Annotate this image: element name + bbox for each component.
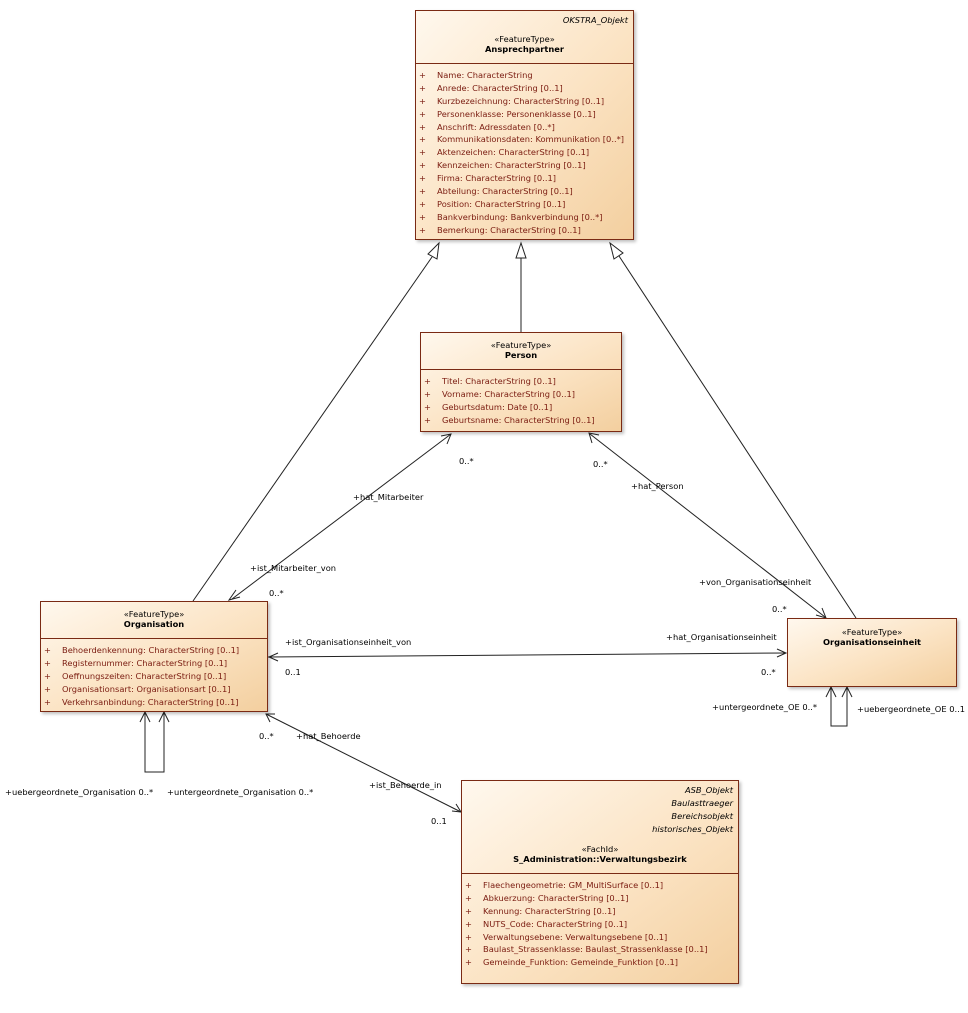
- role-label: +untergeordnete_Organisation 0..*: [167, 787, 314, 797]
- attribute[interactable]: +Anschrift: Adressdaten [0..*]: [419, 121, 555, 132]
- tag: historisches_Objekt: [652, 824, 733, 834]
- role-label: +uebergeordnete_Organisation 0..*: [5, 787, 154, 797]
- class-person[interactable]: «FeatureType» Person +Titel: CharacterSt…: [420, 332, 622, 432]
- attribute-list: +Behoerdenkennung: CharacterString [0..1…: [41, 638, 267, 708]
- attribute[interactable]: +Kennung: CharacterString [0..1]: [465, 905, 616, 916]
- attribute[interactable]: +Registernummer: CharacterString [0..1]: [44, 657, 228, 668]
- arrowhead-organisation: [227, 589, 241, 601]
- tag: Baulasttraeger: [671, 798, 733, 808]
- attribute[interactable]: +Gemeinde_Funktion: Gemeinde_Funktion [0…: [465, 957, 679, 968]
- generalization-organisation[interactable]: [192, 256, 433, 602]
- tag: ASB_Objekt: [684, 785, 733, 795]
- arrowhead-self: [139, 710, 151, 723]
- role-label: +ist_Mitarbeiter_von: [250, 563, 337, 573]
- attribute[interactable]: +Bemerkung: CharacterString [0..1]: [419, 224, 581, 235]
- multiplicity-label: 0..1: [285, 667, 301, 677]
- arrowhead-organisation: [265, 713, 275, 723]
- arrowhead-self: [158, 710, 170, 723]
- attribute[interactable]: +Abteilung: CharacterString [0..1]: [419, 186, 573, 197]
- role-label: +ist_Organisationseinheit_von: [285, 637, 412, 647]
- multiplicity-label: 0..*: [593, 459, 608, 469]
- generalization-arrowhead: [515, 241, 527, 259]
- generalization-arrowhead: [427, 241, 440, 260]
- tag: OKSTRA_Objekt: [562, 15, 628, 25]
- class-name: S_Administration::Verwaltungsbezirk: [513, 854, 687, 864]
- attribute-list: +Name: CharacterString +Anrede: Characte…: [416, 63, 633, 237]
- stereotype: «FeatureType»: [494, 34, 555, 44]
- role-label: +ist_Behoerde_in: [369, 780, 442, 790]
- attribute[interactable]: +Kurzbezeichnung: CharacterString [0..1]: [419, 95, 605, 106]
- attribute[interactable]: +Kennzeichen: CharacterString [0..1]: [419, 160, 586, 171]
- association-org-oe[interactable]: [267, 652, 787, 658]
- multiplicity-label: 0..*: [761, 667, 776, 677]
- role-label: +hat_Behoerde: [296, 731, 361, 741]
- class-name: Organisationseinheit: [822, 637, 922, 647]
- class-verwaltungsbezirk[interactable]: ASB_Objekt Baulasttraeger Bereichsobjekt…: [461, 780, 739, 984]
- attribute[interactable]: +Verwaltungsebene: Verwaltungsebene [0..…: [465, 931, 668, 942]
- attribute[interactable]: +Organisationsart: Organisationsart [0..…: [44, 683, 231, 694]
- self-association-organisation[interactable]: [144, 712, 165, 773]
- role-label: +uebergeordnete_OE 0..1: [857, 704, 966, 714]
- class-organisationseinheit[interactable]: «FeatureType» Organisationseinheit: [787, 618, 957, 687]
- attribute[interactable]: +Anrede: CharacterString [0..1]: [419, 82, 563, 93]
- stereotype: «FachId»: [581, 844, 619, 854]
- multiplicity-label: 0..*: [269, 588, 284, 598]
- attribute[interactable]: +Firma: CharacterString [0..1]: [419, 173, 557, 184]
- attribute[interactable]: +Flaechengeometrie: GM_MultiSurface [0..…: [465, 880, 664, 890]
- attribute[interactable]: +Oeffnungszeiten: CharacterString [0..1]: [44, 670, 227, 681]
- self-association-oe[interactable]: [830, 687, 848, 727]
- attribute[interactable]: +Geburtsname: CharacterString [0..1]: [424, 414, 595, 425]
- stereotype: «FeatureType»: [841, 627, 903, 637]
- attribute[interactable]: +NUTS_Code: CharacterString [0..1]: [465, 918, 628, 929]
- attribute[interactable]: +Titel: CharacterString [0..1]: [424, 376, 556, 386]
- attribute[interactable]: +Verkehrsanbindung: CharacterString [0..…: [44, 696, 239, 707]
- class-name: Organisation: [123, 619, 185, 629]
- class-tags: ASB_Objekt Baulasttraeger Bereichsobjekt…: [652, 784, 733, 836]
- multiplicity-label: 0..*: [259, 731, 274, 741]
- attribute[interactable]: +Position: CharacterString [0..1]: [419, 198, 566, 209]
- class-organisation[interactable]: «FeatureType» Organisation +Behoerdenken…: [40, 601, 268, 712]
- tag: Bereichsobjekt: [671, 811, 733, 821]
- attribute-list: +Flaechengeometrie: GM_MultiSurface [0..…: [462, 873, 738, 969]
- generalization-arrowhead: [609, 241, 624, 260]
- attribute[interactable]: +Baulast_Strassenklasse: Baulast_Strasse…: [465, 944, 708, 955]
- arrowhead-self: [841, 685, 853, 698]
- attribute[interactable]: +Name: CharacterString: [419, 70, 533, 80]
- class-ansprechpartner[interactable]: OKSTRA_Objekt «FeatureType» Ansprechpart…: [415, 10, 634, 240]
- role-label: +untergeordnete_OE 0..*: [712, 702, 818, 712]
- attribute[interactable]: +Behoerdenkennung: CharacterString [0..1…: [44, 645, 240, 655]
- attribute-list: +Titel: CharacterString [0..1] +Vorname:…: [421, 369, 621, 427]
- attribute[interactable]: +Kommunikationsdaten: Kommunikation [0..…: [419, 134, 624, 145]
- generalization-organisationseinheit[interactable]: [618, 255, 857, 619]
- attribute[interactable]: +Aktenzeichen: CharacterString [0..1]: [419, 147, 590, 158]
- attribute[interactable]: +Bankverbindung: Bankverbindung [0..*]: [419, 211, 603, 222]
- multiplicity-label: 0..1: [431, 816, 447, 826]
- role-label: +hat_Mitarbeiter: [353, 492, 424, 502]
- class-name: Ansprechpartner: [485, 44, 564, 54]
- association-person-oe[interactable]: [589, 433, 826, 618]
- attribute[interactable]: +Abkuerzung: CharacterString [0..1]: [465, 892, 629, 903]
- role-label: +hat_Organisationseinheit: [666, 632, 777, 642]
- arrowhead-person: [588, 432, 600, 444]
- role-label: +hat_Person: [631, 481, 684, 491]
- stereotype: «FeatureType»: [123, 609, 185, 619]
- multiplicity-label: 0..*: [772, 604, 787, 614]
- association-behoerde[interactable]: [265, 713, 462, 813]
- arrowhead-self: [825, 685, 837, 698]
- multiplicity-label: 0..*: [459, 456, 474, 466]
- class-name: Person: [504, 350, 538, 360]
- role-label: +von_Organisationseinheit: [699, 577, 812, 587]
- class-tags: OKSTRA_Objekt: [563, 14, 628, 27]
- association-mitarbeiter[interactable]: [231, 433, 452, 600]
- stereotype: «FeatureType»: [490, 340, 552, 350]
- attribute[interactable]: +Vorname: CharacterString [0..1]: [424, 388, 576, 399]
- attribute[interactable]: +Personenklasse: Personenklasse [0..1]: [419, 108, 596, 119]
- arrowhead-oe: [776, 648, 788, 658]
- arrowhead-person: [440, 433, 452, 445]
- attribute[interactable]: +Geburtsdatum: Date [0..1]: [424, 401, 553, 412]
- arrowhead-organisation: [267, 652, 279, 662]
